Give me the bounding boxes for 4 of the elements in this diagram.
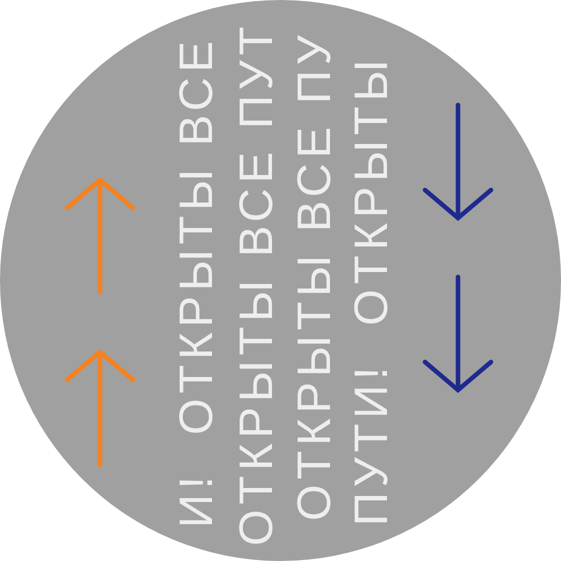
slogan-text: ПУТИ! ОТКРЫТЫ [347,54,394,526]
slogan-text: ОТКРЫТЫ ВСЕ ПУТ [232,22,279,546]
slogan-text: ОТКРЫТЫ ВСЕ ПУ [290,30,337,521]
slogan-text: И! ОТКРЫТЫ ВСЕ [172,36,219,528]
